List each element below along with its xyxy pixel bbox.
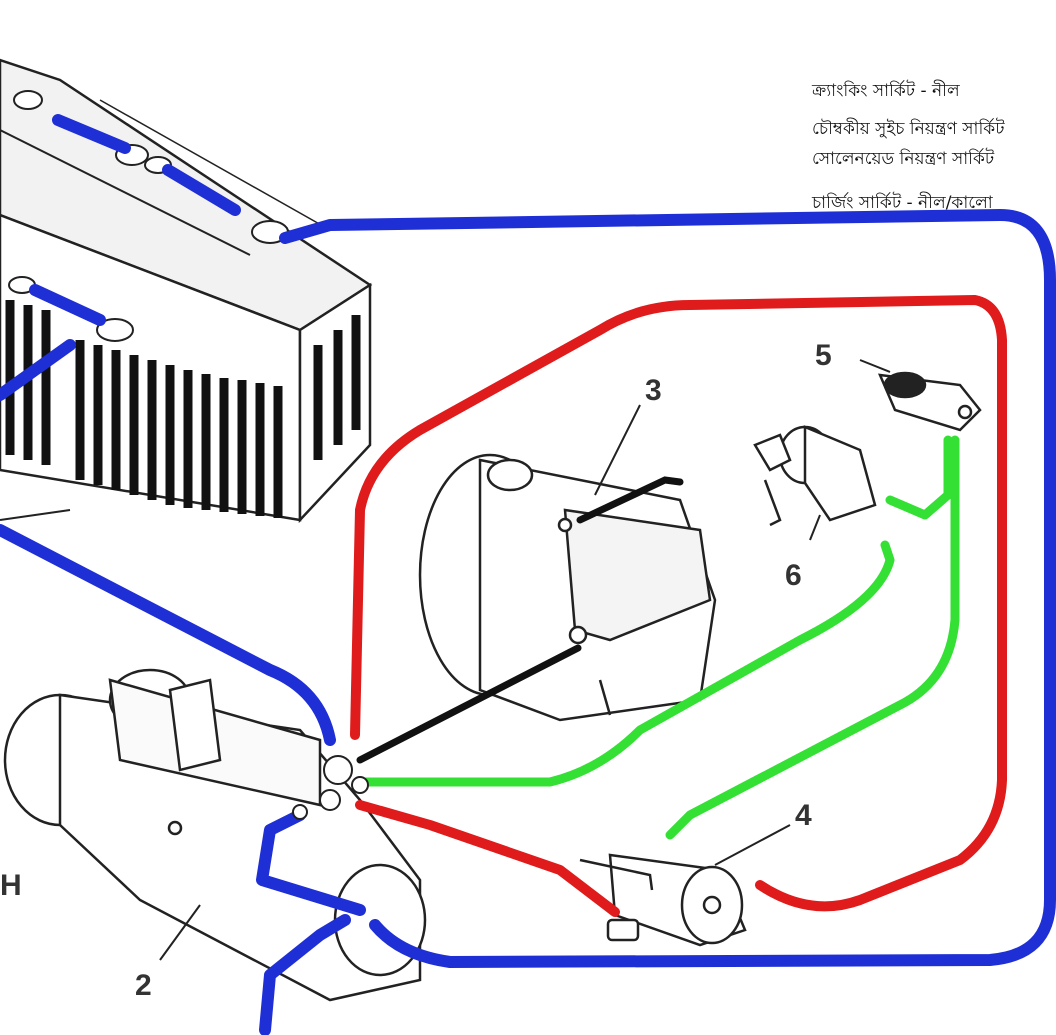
ignition-key	[753, 433, 792, 472]
control-circuit-wires	[360, 435, 960, 840]
cranking-circuit-wires	[0, 114, 1056, 1035]
magnetic-switch	[877, 371, 982, 432]
callout-5: 5	[815, 339, 832, 372]
starter-motor	[3, 668, 427, 1002]
starter-relay	[579, 853, 747, 947]
callout-2: 2	[135, 969, 152, 1002]
callout-6: 6	[785, 559, 802, 592]
callout-4: 4	[795, 799, 812, 832]
callout-3: 3	[645, 374, 662, 407]
callout-leaders	[0, 359, 891, 961]
battery-ribs	[5, 300, 361, 518]
ignition-switch	[753, 425, 877, 527]
alternator	[418, 453, 717, 722]
battery-terminals	[8, 90, 289, 342]
edge-letter: H	[0, 869, 22, 902]
starter-terminal-block	[292, 755, 369, 820]
solenoid-circuit-wires	[350, 295, 1007, 917]
charging-circuit-wires	[356, 476, 684, 764]
battery-pack	[0, 58, 373, 524]
